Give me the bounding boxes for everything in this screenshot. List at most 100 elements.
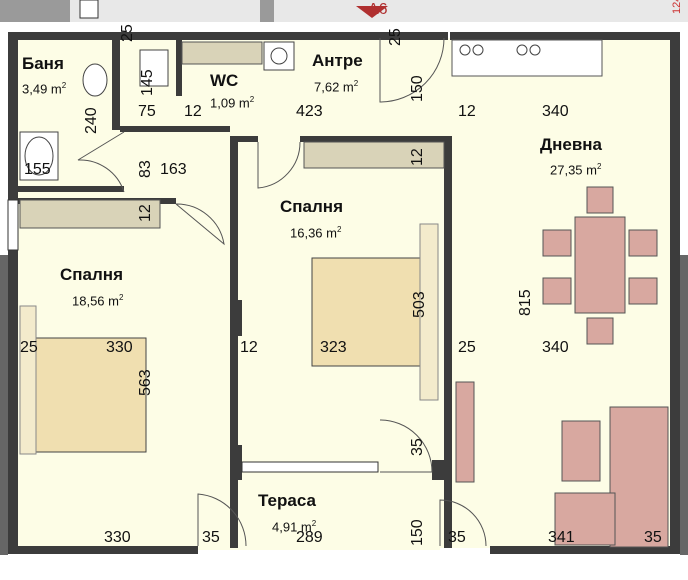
dimension-label: 12	[184, 103, 202, 120]
bathtub	[19, 131, 59, 181]
wall-living-divider	[444, 136, 452, 548]
room-name-bedroom-2: Спалня	[280, 197, 343, 216]
dining-table	[574, 216, 626, 314]
dimension-label: 35	[409, 438, 426, 456]
window-terrace	[241, 461, 379, 473]
room-name-bedroom-1: Спалня	[60, 265, 123, 284]
dimension-label: 150	[409, 519, 426, 546]
room-area-bedroom-2: 16,36 m2	[290, 225, 342, 241]
wall-right-outer	[680, 255, 688, 555]
wall-stub	[0, 0, 70, 22]
dimension-label: 563	[137, 369, 154, 396]
room-area-bedroom-1: 18,56 m2	[72, 293, 124, 309]
fixture-top	[79, 0, 99, 19]
window-left	[7, 199, 19, 251]
room-name-living: Дневна	[540, 135, 603, 154]
chair	[542, 277, 572, 305]
dimension-label: 341	[548, 529, 575, 546]
coffee-table	[561, 420, 601, 482]
wall-column	[432, 460, 444, 480]
door-swing	[197, 493, 247, 547]
dimension-label: 240	[83, 107, 100, 134]
sofa	[609, 406, 669, 548]
toilet	[82, 63, 108, 97]
wall-top-right	[450, 32, 675, 40]
door-swing	[379, 37, 445, 103]
door-swing	[439, 499, 487, 547]
room-area-bath: 3,49 m2	[22, 81, 67, 97]
wall-bedroom2-top	[300, 136, 450, 142]
toilet-wc	[139, 49, 169, 87]
dimension-label: 75	[138, 103, 156, 120]
dimension-label: 35	[202, 529, 220, 546]
dimension-label: 145	[139, 69, 156, 96]
dimension-label: 25	[458, 339, 476, 356]
dimension-label: 163	[160, 161, 187, 178]
wall-wc	[176, 38, 182, 96]
wall-bedroom2-top	[238, 136, 258, 142]
dimension-label: 25	[20, 339, 38, 356]
dimension-label: 330	[104, 529, 131, 546]
nightstand	[19, 305, 37, 455]
wall-top	[8, 32, 448, 40]
closet	[19, 199, 161, 229]
door-swing	[257, 141, 301, 189]
dimension-label: 323	[320, 339, 347, 356]
closet	[303, 141, 445, 169]
wall-stub	[260, 0, 274, 22]
chair	[628, 277, 658, 305]
kitchen-counter	[451, 39, 603, 77]
dimension-label: 815	[517, 289, 534, 316]
dimension-label: 12	[458, 103, 476, 120]
dimension-label: 340	[542, 103, 569, 120]
dimension-label: 503	[411, 291, 428, 318]
marker-arrow	[356, 6, 388, 18]
washer	[263, 41, 295, 71]
dimension-label: 35	[644, 529, 662, 546]
dimension-label: 83	[137, 160, 154, 178]
bathtub-basin	[24, 136, 54, 176]
door-swing	[77, 131, 125, 193]
dimension-label: 155	[24, 161, 51, 178]
dimension-label: 25	[119, 24, 136, 42]
room-area-terrace: 4,91 m2	[272, 519, 317, 535]
room-name-terrace: Тераса	[258, 491, 316, 510]
chair	[586, 317, 614, 345]
bed	[21, 337, 147, 453]
dimension-label: 330	[106, 339, 133, 356]
corner-label: 124	[671, 0, 683, 14]
dimension-label: 35	[448, 529, 466, 546]
room-area-living: 27,35 m2	[550, 162, 602, 178]
wall-left-outer	[0, 255, 8, 555]
tv-stand	[455, 381, 475, 483]
door-swing	[379, 419, 433, 473]
wall-bottom-right	[490, 546, 680, 554]
room-name-bath: Баня	[22, 54, 64, 73]
room-name-wc: WC	[210, 71, 239, 90]
dimension-label: 289	[296, 529, 323, 546]
dimension-label: 12	[137, 204, 154, 222]
room-name-hall: Антре	[312, 51, 363, 70]
wall-right	[670, 32, 680, 552]
wall-bottom	[8, 546, 198, 554]
wall-bath	[112, 38, 120, 130]
dimension-label: 340	[542, 339, 569, 356]
dimension-label: 423	[296, 103, 323, 120]
dimension-label: 12	[409, 148, 426, 166]
wall-wc-bottom	[120, 126, 230, 132]
marker-label: A6	[368, 1, 388, 18]
bed	[311, 257, 431, 367]
wall-bath-bottom	[14, 186, 124, 192]
door-swing	[175, 203, 225, 246]
closet	[181, 41, 263, 65]
room-area-hall: 7,62 m2	[314, 79, 359, 95]
room-area-wc: 1,09 m2	[210, 95, 255, 111]
dimension-label: 150	[409, 75, 426, 102]
outer-top	[0, 0, 688, 22]
chair	[586, 186, 614, 214]
wall-left	[8, 32, 18, 552]
wall-column	[230, 300, 242, 336]
sofa	[554, 492, 616, 546]
